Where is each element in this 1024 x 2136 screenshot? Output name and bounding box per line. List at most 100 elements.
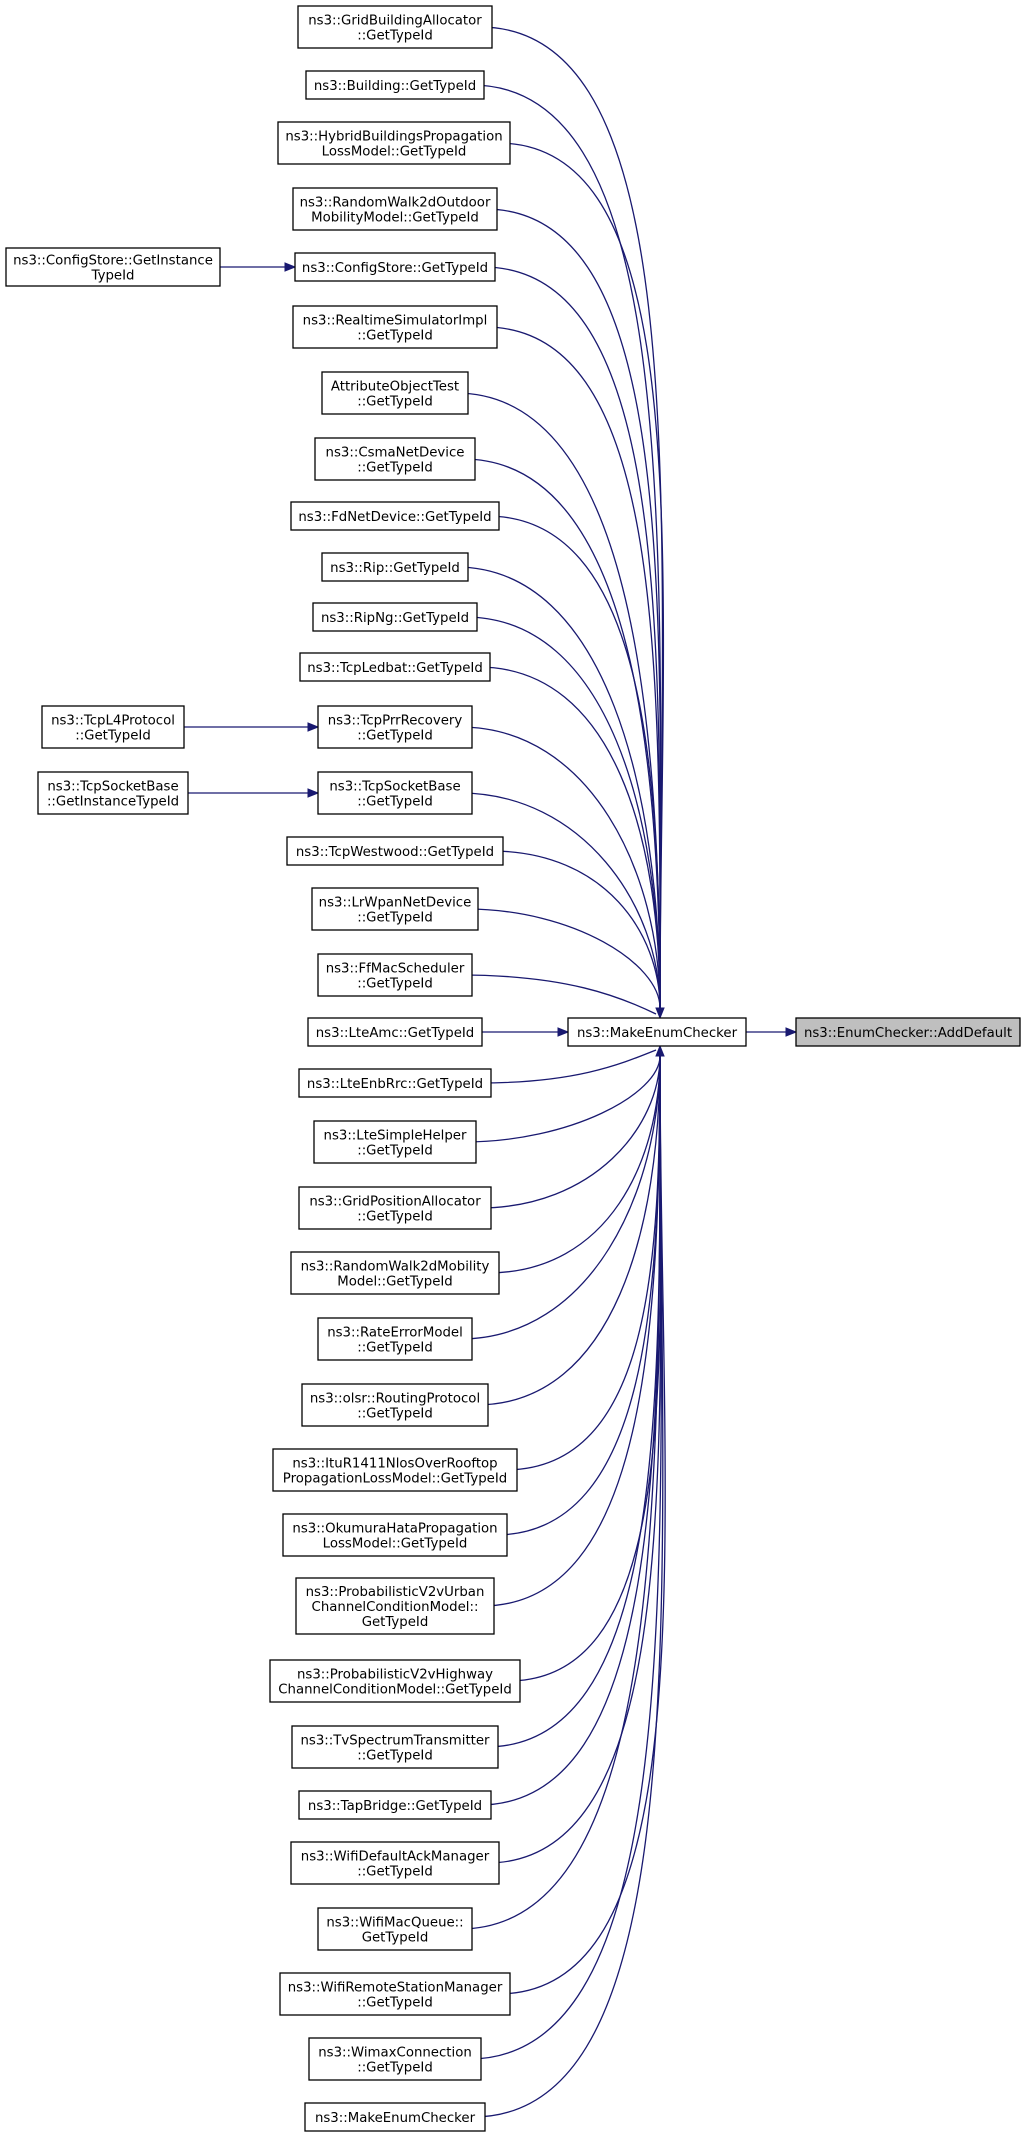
node-label: ns3::GridPositionAllocator	[309, 1195, 481, 1210]
node-label: ns3::ItuR1411NlosOverRooftop	[292, 1457, 497, 1472]
edge-hybridbuildings-to-hub	[497, 142, 665, 1009]
edge-okumurahata-to-hub	[494, 1055, 661, 1536]
node-probv2vhighway[interactable]: ns3::ProbabilisticV2vHighwayChannelCondi…	[269, 1659, 521, 1703]
arrowhead-icon	[785, 1027, 798, 1037]
node-label: ::GetTypeId	[357, 1144, 433, 1159]
node-label: ::GetTypeId	[357, 2061, 433, 2076]
node-box	[317, 1907, 473, 1951]
node-box	[5, 247, 221, 287]
node-label: ns3::RipNg::GetTypeId	[321, 611, 469, 626]
node-attributeobjecttest[interactable]: AttributeObjectTest::GetTypeId	[321, 371, 469, 415]
node-label: ::GetTypeId	[357, 395, 433, 410]
node-box	[321, 371, 469, 415]
node-rateerrormodel[interactable]: ns3::RateErrorModel::GetTypeId	[317, 1317, 473, 1361]
node-itur1411[interactable]: ns3::ItuR1411NlosOverRooftopPropagationL…	[272, 1448, 518, 1492]
node-building[interactable]: ns3::Building::GetTypeId	[305, 70, 485, 100]
node-label: ns3::WifiRemoteStationManager	[288, 1981, 503, 1996]
node-box	[321, 552, 469, 582]
node-tapbridge[interactable]: ns3::TapBridge::GetTypeId	[298, 1790, 492, 1820]
node-label: ns3::RandomWalk2dOutdoor	[300, 196, 491, 211]
node-tcpwestwood[interactable]: ns3::TcpWestwood::GetTypeId	[286, 836, 504, 866]
edge-tcpwestwood-to-hub	[490, 850, 661, 1009]
node-randomwalk2dmobility[interactable]: ns3::RandomWalk2dMobilityModel::GetTypeI…	[290, 1251, 500, 1295]
node-csmanetdevice[interactable]: ns3::CsmaNetDevice::GetTypeId	[314, 437, 476, 481]
node-tvspectrumtransmitter[interactable]: ns3::TvSpectrumTransmitter::GetTypeId	[291, 1725, 499, 1769]
node-label: ns3::MakeEnumChecker	[577, 1026, 738, 1041]
node-hybridbuildings[interactable]: ns3::HybridBuildingsPropagationLossModel…	[277, 121, 511, 165]
edge-lteenbrrc-to-hub	[478, 1049, 657, 1084]
edge-ffmacscheduler-to-hub	[459, 974, 657, 1015]
node-olsrroutingprotocol[interactable]: ns3::olsr::RoutingProtocol::GetTypeId	[301, 1383, 489, 1427]
node-ltesimplehelper[interactable]: ns3::LteSimpleHelper::GetTypeId	[313, 1120, 477, 1164]
node-wimaxconnection[interactable]: ns3::WimaxConnection::GetTypeId	[308, 2037, 482, 2081]
edge-building-to-hub	[471, 84, 662, 1009]
node-lrwpannetdevice[interactable]: ns3::LrWpanNetDevice::GetTypeId	[311, 887, 479, 931]
arrowhead-icon	[655, 1007, 665, 1020]
node-label: ns3::RealtimeSimulatorImpl	[303, 314, 488, 329]
node-adddefault[interactable]: ns3::EnumChecker::AddDefault	[795, 1017, 1021, 1047]
edge-rip-to-hub	[455, 566, 661, 1009]
node-box	[298, 1186, 492, 1230]
node-ripng[interactable]: ns3::RipNg::GetTypeId	[312, 602, 478, 632]
node-lteenbrrc[interactable]: ns3::LteEnbRrc::GetTypeId	[298, 1068, 492, 1098]
node-label: ns3::RateErrorModel	[327, 1326, 463, 1341]
edge-olsrroutingprotocol-to-hub	[475, 1055, 661, 1406]
node-label: ::GetTypeId	[357, 1341, 433, 1356]
node-label: ns3::ProbabilisticV2vUrban	[306, 1585, 485, 1600]
node-tcpsocketbase[interactable]: ns3::TcpSocketBase::GetTypeId	[317, 771, 473, 815]
node-label: AttributeObjectTest	[331, 380, 459, 395]
node-label: ns3::TvSpectrumTransmitter	[300, 1734, 490, 1749]
node-box	[307, 1017, 483, 1047]
node-box	[37, 771, 189, 815]
node-label: TypeId	[91, 269, 135, 284]
node-box	[314, 437, 476, 481]
node-makeenumchecker-leaf[interactable]: ns3::MakeEnumChecker	[304, 2102, 486, 2132]
node-label: ns3::FfMacScheduler	[326, 962, 465, 977]
node-box	[567, 1017, 747, 1047]
node-label: ChannelConditionModel::GetTypeId	[278, 1683, 512, 1698]
node-wifimacqueue[interactable]: ns3::WifiMacQueue::GetTypeId	[317, 1907, 473, 1951]
arrowhead-icon	[284, 262, 297, 272]
node-label: ns3::TapBridge::GetTypeId	[308, 1799, 482, 1814]
node-label: ns3::MakeEnumChecker	[315, 2111, 476, 2126]
arrowhead-icon	[307, 788, 320, 798]
node-label: ns3::WifiMacQueue::	[326, 1916, 463, 1931]
node-gridbuildingallocator[interactable]: ns3::GridBuildingAllocator::GetTypeId	[297, 5, 493, 49]
edge-tvspectrumtransmitter-to-hub	[485, 1055, 661, 1748]
node-lteamc[interactable]: ns3::LteAmc::GetTypeId	[307, 1017, 483, 1047]
node-realtimesimulatorimpl[interactable]: ns3::RealtimeSimulatorImpl::GetTypeId	[292, 305, 498, 349]
node-box	[795, 1017, 1021, 1047]
node-label: ns3::TcpLedbat::GetTypeId	[307, 661, 483, 676]
node-okumurahata[interactable]: ns3::OkumuraHataPropagationLossModel::Ge…	[282, 1513, 508, 1557]
node-label: LossModel::GetTypeId	[323, 1537, 468, 1552]
node-box	[305, 70, 485, 100]
node-makeenumchecker[interactable]: ns3::MakeEnumChecker	[567, 1017, 747, 1047]
node-ffmacscheduler[interactable]: ns3::FfMacScheduler::GetTypeId	[317, 953, 473, 997]
edge-tcpledbat-to-hub	[477, 666, 661, 1009]
node-wifiremotestationmanager[interactable]: ns3::WifiRemoteStationManager::GetTypeId	[279, 1972, 511, 2016]
node-box	[279, 1972, 511, 2016]
node-box	[290, 501, 500, 531]
node-configstore-getinstancetypeid[interactable]: ns3::ConfigStore::GetInstanceTypeId	[5, 247, 221, 287]
node-configstore[interactable]: ns3::ConfigStore::GetTypeId	[294, 252, 496, 282]
node-box	[317, 953, 473, 997]
edge-ripng-to-hub	[464, 616, 661, 1009]
node-tcpsocketbase-getinstancetypeid[interactable]: ns3::TcpSocketBase::GetInstanceTypeId	[37, 771, 189, 815]
node-tcpledbat[interactable]: ns3::TcpLedbat::GetTypeId	[299, 652, 491, 682]
edge-fdnetdevice-to-hub	[486, 515, 661, 1009]
node-fdnetdevice[interactable]: ns3::FdNetDevice::GetTypeId	[290, 501, 500, 531]
node-label: PropagationLossModel::GetTypeId	[283, 1472, 507, 1487]
node-box	[308, 2037, 482, 2081]
node-box	[304, 2102, 486, 2132]
node-wifidefaultackmanager[interactable]: ns3::WifiDefaultAckManager::GetTypeId	[290, 1841, 500, 1885]
node-tcpl4protocol[interactable]: ns3::TcpL4Protocol::GetTypeId	[41, 705, 185, 749]
node-randomwalk2doutdoor[interactable]: ns3::RandomWalk2dOutdoorMobilityModel::G…	[292, 187, 498, 231]
node-label: ns3::ConfigStore::GetInstance	[13, 254, 213, 269]
node-tcpprrrecovery[interactable]: ns3::TcpPrrRecovery::GetTypeId	[317, 705, 473, 749]
node-probv2vurban[interactable]: ns3::ProbabilisticV2vUrbanChannelConditi…	[295, 1577, 495, 1635]
arrowhead-icon	[557, 1027, 570, 1037]
edge-tcpsocketbase-to-hub	[459, 792, 661, 1009]
node-rip[interactable]: ns3::Rip::GetTypeId	[321, 552, 469, 582]
node-gridpositionallocator[interactable]: ns3::GridPositionAllocator::GetTypeId	[298, 1186, 492, 1230]
